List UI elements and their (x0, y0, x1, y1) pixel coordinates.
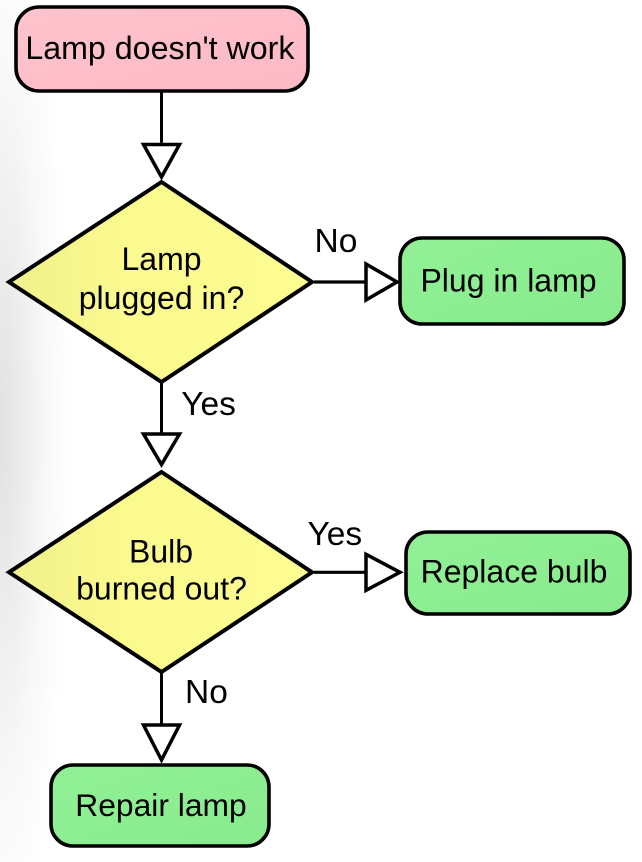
svg-text:plugged in?: plugged in? (79, 280, 244, 316)
svg-text:Lamp doesn't work: Lamp doesn't work (25, 30, 295, 66)
svg-text:Yes: Yes (308, 516, 363, 553)
svg-text:Bulb: Bulb (129, 534, 193, 570)
svg-text:No: No (315, 223, 358, 260)
svg-text:No: No (185, 674, 228, 711)
svg-text:Lamp: Lamp (121, 241, 201, 277)
svg-text:Replace bulb: Replace bulb (421, 554, 608, 590)
svg-text:burned out?: burned out? (76, 571, 247, 607)
svg-text:Repair lamp: Repair lamp (75, 787, 246, 823)
svg-text:Yes: Yes (181, 386, 236, 423)
svg-text:Plug in lamp: Plug in lamp (420, 263, 596, 299)
